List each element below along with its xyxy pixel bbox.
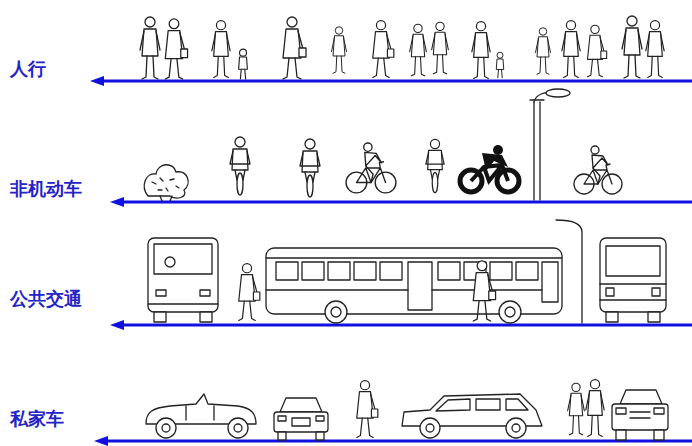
- bus-rear: [600, 238, 666, 322]
- station-wagon: [402, 394, 542, 438]
- row-label: 人行: [10, 58, 46, 80]
- shrub: [144, 165, 188, 201]
- transit-passenger: [473, 261, 495, 321]
- flow-arrow: [90, 76, 692, 446]
- convertible-car: [146, 394, 256, 438]
- row-label: 私家车: [10, 408, 64, 430]
- car-front: [274, 398, 328, 440]
- bus-stop-pole: [556, 220, 582, 323]
- pedestrian: [357, 381, 378, 438]
- street-lamp: [530, 89, 570, 200]
- row-label: 公共交通: [10, 288, 82, 310]
- pedestrian-group: [568, 380, 604, 437]
- cyclist-group: [230, 137, 622, 197]
- transit-passenger: [239, 264, 260, 321]
- pickup-truck: [612, 390, 668, 440]
- pedestrian-group: [140, 16, 664, 79]
- bus-front: [148, 238, 218, 322]
- row-label: 非机动车: [10, 178, 82, 200]
- bus-side: [266, 248, 562, 323]
